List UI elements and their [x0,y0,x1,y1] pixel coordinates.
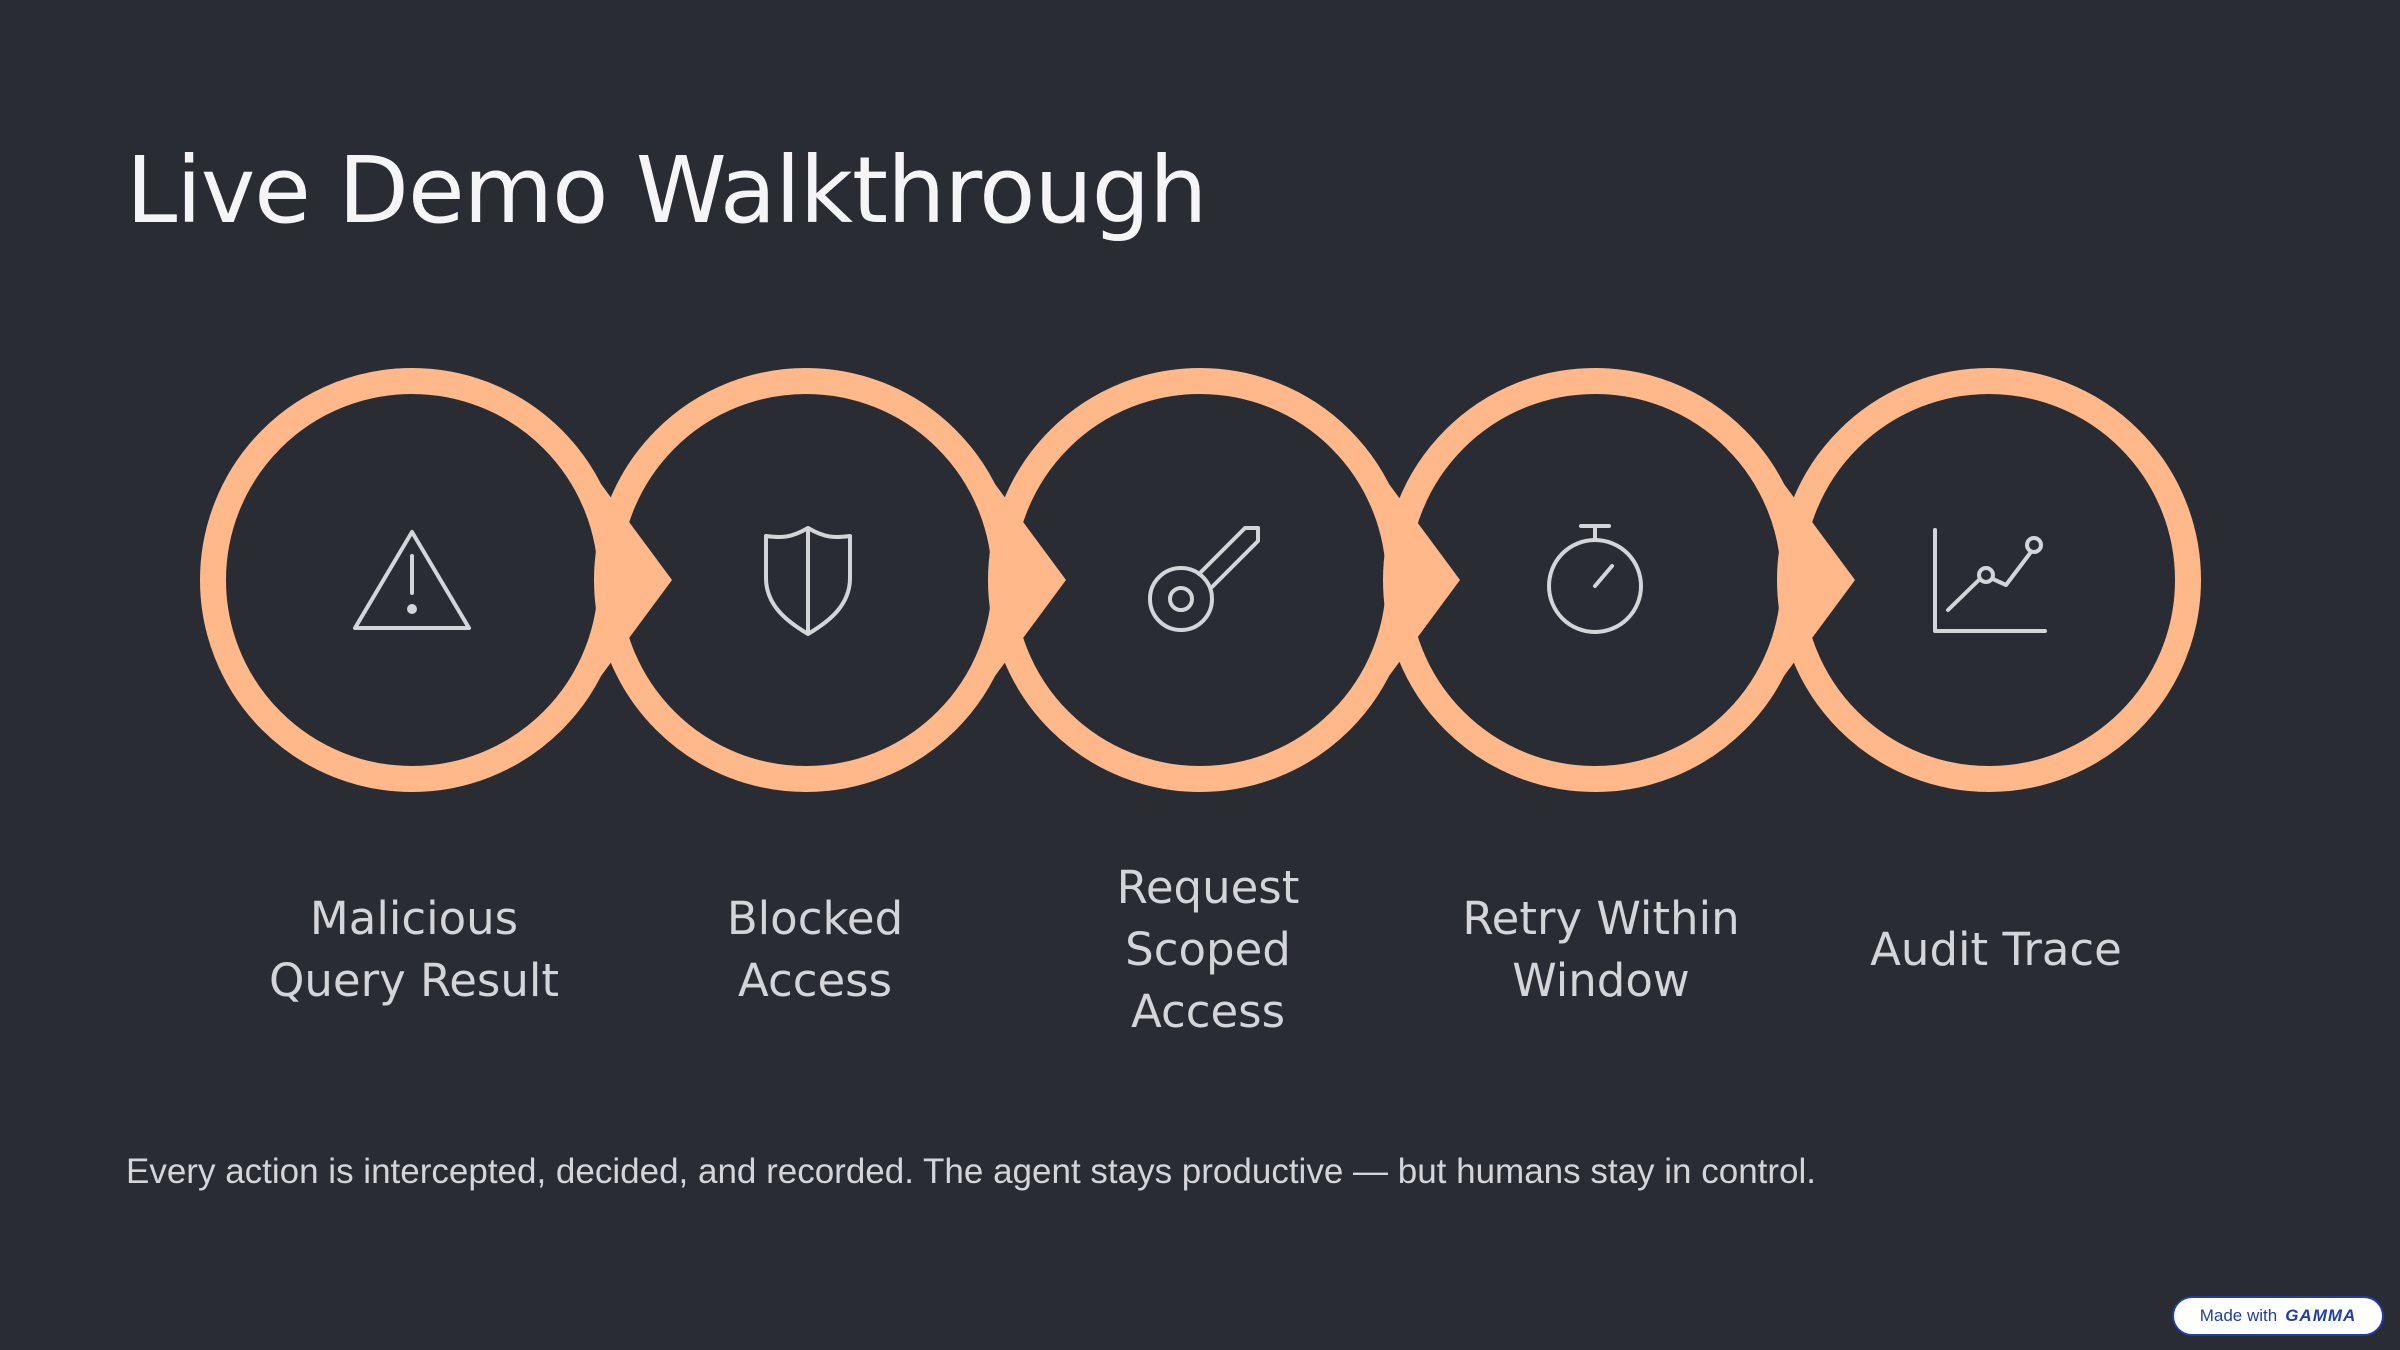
line-chart-icon [1933,528,2047,633]
process-flow [200,368,2201,792]
caption-text: Every action is intercepted, decided, an… [126,1152,1817,1191]
gamma-logo: GAMMA [2285,1306,2357,1325]
step-label-audit-trace: Audit Trace [1870,923,2122,976]
step-label-blocked-access: Blocked Access [726,892,904,1007]
arrow-connector [1386,480,1460,680]
key-icon [1148,526,1260,632]
page-title: Live Demo Walkthrough [126,137,1207,244]
step-label-malicious-query-result: Malicious Query Result [268,892,560,1007]
warning-triangle-icon [353,530,471,630]
step-label-request-scoped-access: Request Scoped Access [1116,861,1300,1038]
step-label-retry-within-window: Retry Within Window [1462,892,1740,1007]
arrow-connector [598,480,672,680]
arrow-connector [992,480,1066,680]
stopwatch-icon [1547,524,1643,634]
made-with-gamma-badge[interactable]: Made with GAMMA [2172,1296,2384,1336]
badge-prefix: Made with [2199,1306,2278,1325]
arrow-connector [1781,480,1855,680]
shield-icon [764,526,852,636]
